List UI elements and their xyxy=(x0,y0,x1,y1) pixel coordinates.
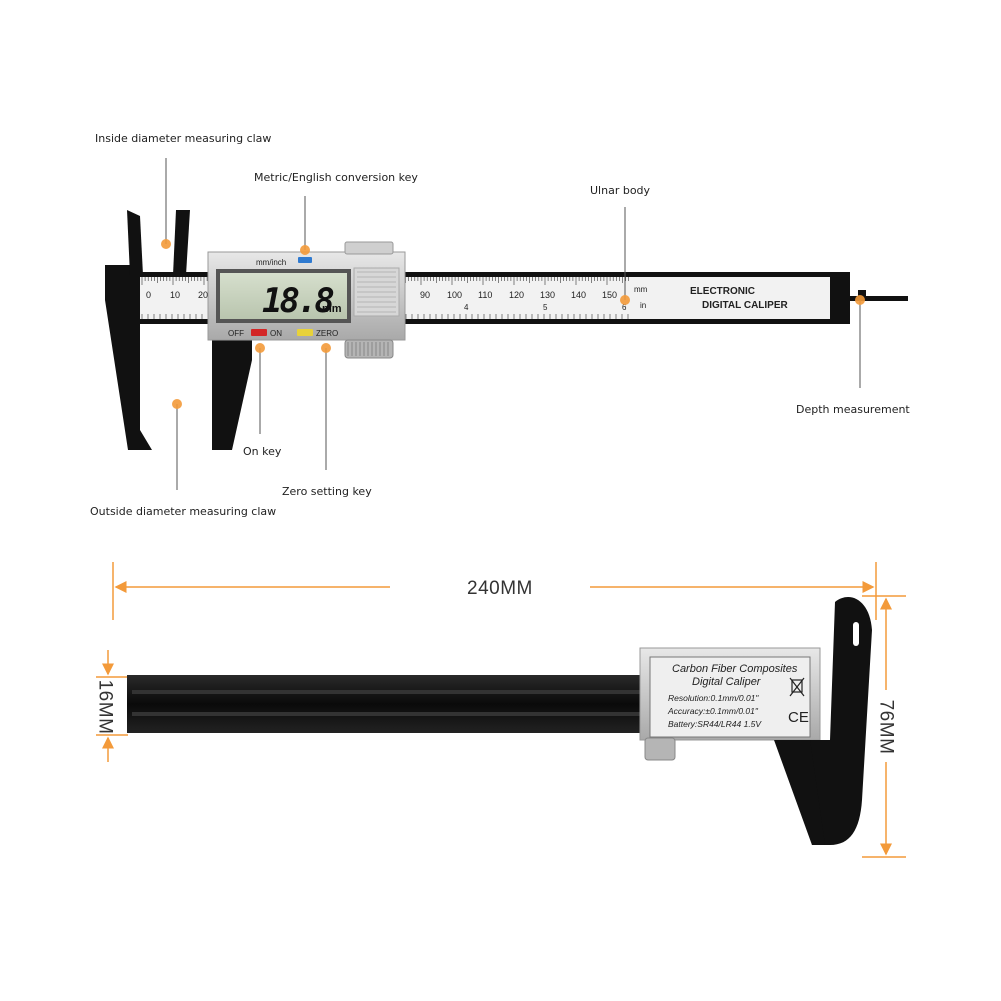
inch-mark-5: 5 xyxy=(543,303,548,312)
slider-top-bump xyxy=(344,241,394,255)
outside-jaw-slider xyxy=(212,330,252,450)
label-outside-claw: Outside diameter measuring claw xyxy=(90,505,277,518)
thumb-wheel-ridges xyxy=(347,342,389,356)
dot-conversion-key xyxy=(300,245,310,255)
ce-mark: CE xyxy=(788,709,809,726)
brand-line-2: DIGITAL CALIPER xyxy=(702,300,789,311)
callouts xyxy=(165,158,861,490)
dot-outside-claw xyxy=(172,399,182,409)
lcd-display xyxy=(220,273,347,319)
dot-ulnar-body xyxy=(620,295,630,305)
inch-mark-6: 6 xyxy=(622,303,627,312)
plate-battery: Battery:SR44/LR44 1.5V xyxy=(668,719,762,729)
zero-label: ZERO xyxy=(316,329,338,338)
caliper-top: 0 10 20 90 100 110 120 130 140 150 4 5 6… xyxy=(105,210,908,450)
plate-resolution: Resolution:0.1mm/0.01" xyxy=(668,693,759,703)
depth-rod xyxy=(850,296,908,301)
on-label: ON xyxy=(270,329,282,338)
dot-on-key xyxy=(255,343,265,353)
bottom-jaw xyxy=(798,597,872,845)
inside-jaw-slider xyxy=(173,210,190,275)
outside-jaw-fixed xyxy=(105,265,152,450)
callout-dots xyxy=(161,239,865,409)
lcd-unit: mm xyxy=(322,303,342,315)
scale-num-140: 140 xyxy=(571,290,586,300)
brand-line-1: ELECTRONIC xyxy=(690,286,755,297)
scale-num-100: 100 xyxy=(447,290,462,300)
scale-num-0: 0 xyxy=(146,290,151,300)
label-zero-key: Zero setting key xyxy=(282,485,372,498)
bottom-inside-claw xyxy=(774,740,825,845)
scale-num-20: 20 xyxy=(198,290,208,300)
scale-num-90: 90 xyxy=(420,290,430,300)
label-conversion-key: Metric/English conversion key xyxy=(254,171,418,184)
inch-mark-4: 4 xyxy=(464,303,469,312)
dot-depth xyxy=(855,295,865,305)
label-depth: Depth measurement xyxy=(796,403,910,416)
mm-inch-key[interactable] xyxy=(298,257,312,263)
unit-header: mm/inch xyxy=(256,258,286,267)
inside-jaw-fixed xyxy=(127,210,143,275)
plate-accuracy: Accuracy:±0.1mm/0.01" xyxy=(667,706,759,716)
scale-mm-label: mm xyxy=(634,285,648,294)
scale-num-10: 10 xyxy=(170,290,180,300)
bottom-beam xyxy=(127,675,647,733)
dim-height: 76MM xyxy=(875,699,897,755)
label-ulnar-body: Ulnar body xyxy=(590,184,651,197)
dim-thickness: 16MM xyxy=(94,679,116,735)
spec-plate xyxy=(649,656,811,738)
scale-num-150: 150 xyxy=(602,290,617,300)
dim-length: 240MM xyxy=(467,578,533,599)
label-inside-claw: Inside diameter measuring claw xyxy=(95,132,272,145)
scale-num-110: 110 xyxy=(478,290,492,300)
dot-zero-key xyxy=(321,343,331,353)
off-label: OFF xyxy=(228,329,244,338)
scale-in-label: in xyxy=(640,301,646,310)
zero-key[interactable] xyxy=(297,329,313,336)
weee-bin-icon xyxy=(789,677,805,697)
dot-inside-claw xyxy=(161,239,171,249)
scale-num-130: 130 xyxy=(540,290,555,300)
label-on-key: On key xyxy=(243,445,282,458)
on-key[interactable] xyxy=(251,329,267,336)
thumb-wheel xyxy=(344,339,394,359)
grip-ridges xyxy=(357,271,396,313)
dimension-lines xyxy=(96,562,906,858)
plate-title-1: Carbon Fiber Composites xyxy=(672,663,798,675)
scale-num-120: 120 xyxy=(509,290,524,300)
plate-title-2: Digital Caliper xyxy=(692,676,762,688)
bottom-thumb-wheel xyxy=(644,737,676,761)
lcd-reading: 18.8 xyxy=(262,281,333,321)
caliper-bottom: Carbon Fiber Composites Digital Caliper … xyxy=(127,597,872,845)
